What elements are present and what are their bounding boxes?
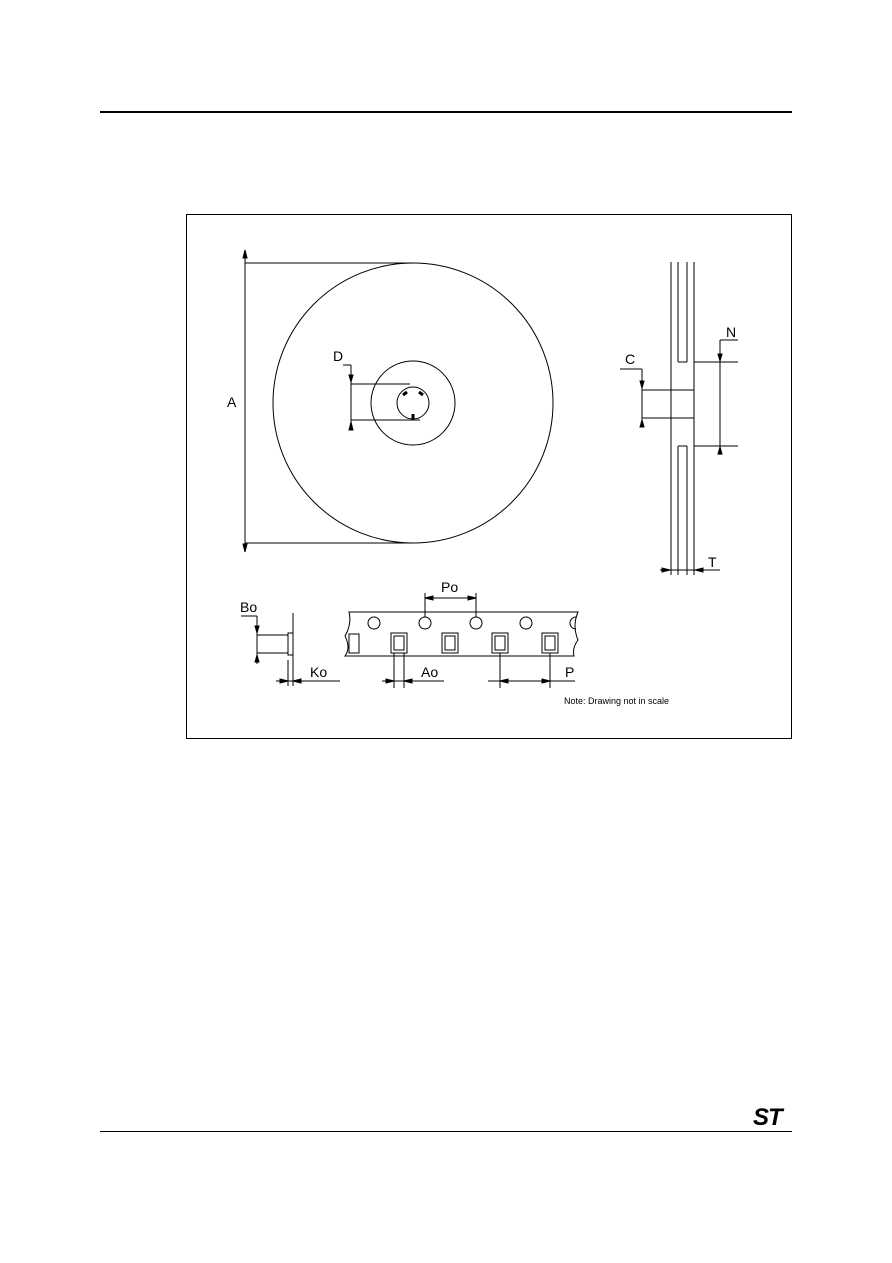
label-Bo: Bo (240, 599, 257, 615)
reel-outer-circle (272, 262, 554, 544)
label-Po: Po (441, 579, 458, 595)
reel-hub-spokes (402, 390, 424, 419)
reel-hub-circle (370, 360, 456, 446)
footer-rule (100, 1131, 792, 1132)
header-rule (100, 111, 792, 113)
label-Ao: Ao (421, 664, 438, 680)
label-T: T (708, 554, 717, 570)
label-P: P (565, 664, 574, 680)
label-C: C (625, 351, 635, 367)
carrier-tape-outline (344, 611, 579, 657)
figure-frame (186, 214, 792, 739)
drawing-scale-note: Note: Drawing not in scale (564, 696, 669, 706)
label-Ko: Ko (310, 664, 327, 680)
label-N: N (726, 324, 736, 340)
label-D: D (333, 348, 343, 364)
st-logo: ST (753, 1104, 786, 1128)
st-logo-text: ST (753, 1104, 785, 1128)
label-A: A (227, 394, 237, 410)
